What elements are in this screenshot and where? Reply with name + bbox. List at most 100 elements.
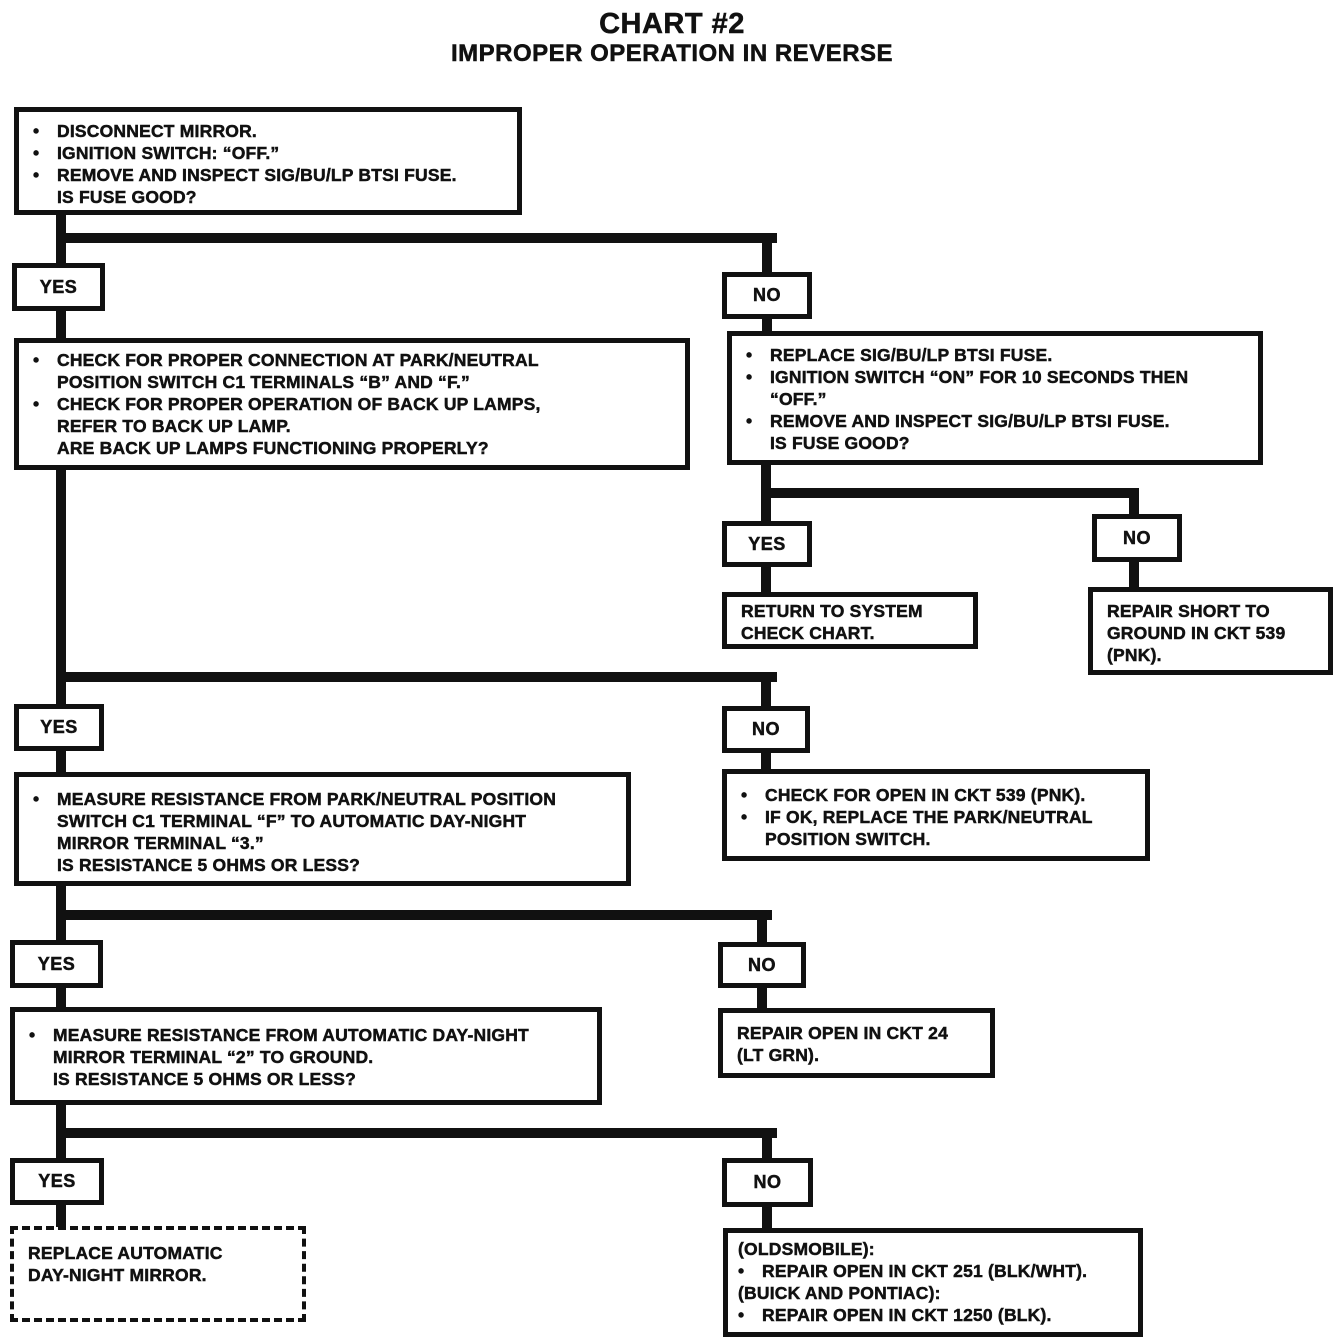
text-line: REPAIR OPEN IN CKT 24 <box>737 1022 976 1044</box>
yes-label: YES <box>38 1171 76 1192</box>
decision-yes-4: YES <box>10 940 103 988</box>
text-line: ARE BACK UP LAMPS FUNCTIONING PROPERLY? <box>33 437 671 459</box>
yes-label: YES <box>37 953 76 974</box>
line-text: REPLACE SIG/BU/LP BTSI FUSE. <box>770 345 1053 366</box>
text-line: •MEASURE RESISTANCE FROM PARK/NEUTRAL PO… <box>33 788 612 810</box>
line-text: CHECK FOR OPEN IN CKT 539 (PNK). <box>765 785 1086 806</box>
line-text: (PNK). <box>1107 645 1162 666</box>
decision-yes-2: YES <box>722 521 812 567</box>
bullet-spacer <box>29 1068 53 1090</box>
line-text: CHECK CHART. <box>741 623 875 644</box>
text-line: (PNK). <box>1107 644 1314 666</box>
line-text: POSITION SWITCH. <box>765 829 931 850</box>
bullet-icon: • <box>738 1305 745 1326</box>
connector <box>1129 498 1139 516</box>
line-text: (OLDSMOBILE): <box>738 1239 875 1260</box>
bullet-icon: • <box>741 807 748 828</box>
no-label: NO <box>1123 527 1151 548</box>
line-text: REPAIR OPEN IN CKT 1250 (BLK). <box>762 1305 1052 1326</box>
connector <box>56 988 66 1008</box>
bullet-icon: • <box>738 1261 745 1282</box>
text-line: REPAIR SHORT TO <box>1107 600 1314 622</box>
yes-label: YES <box>748 533 786 554</box>
bullet-icon: • <box>746 411 753 432</box>
text-line: •CHECK FOR PROPER CONNECTION AT PARK/NEU… <box>33 349 671 371</box>
text-line: •MEASURE RESISTANCE FROM AUTOMATIC DAY-N… <box>29 1024 583 1046</box>
connector <box>762 319 772 333</box>
text-line: (OLDSMOBILE): <box>738 1238 1124 1260</box>
bullet-spacer <box>33 415 57 437</box>
line-text: REPLACE AUTOMATIC <box>28 1243 223 1264</box>
connector <box>56 243 66 265</box>
line-text: REMOVE AND INSPECT SIG/BU/LP BTSI FUSE. <box>57 165 457 186</box>
line-text: DISCONNECT MIRROR. <box>57 121 257 142</box>
connector <box>56 1128 777 1138</box>
text-line: • CHECK FOR OPEN IN CKT 539 (PNK). <box>741 784 1131 806</box>
step-measure-mirror-resistance-box: •MEASURE RESISTANCE FROM AUTOMATIC DAY-N… <box>10 1007 602 1105</box>
text-line: CHECK CHART. <box>741 622 959 644</box>
bullet-spacer <box>746 432 770 454</box>
no-label: NO <box>753 285 781 306</box>
connector <box>56 672 777 682</box>
bullet-icon: • <box>741 785 748 806</box>
connector <box>1129 562 1139 588</box>
text-line: (BUICK AND PONTIAC): <box>738 1282 1124 1304</box>
text-line: DAY-NIGHT MIRROR. <box>28 1264 288 1286</box>
decision-no-2: NO <box>1092 514 1182 562</box>
connector <box>762 243 772 274</box>
text-line: REFER TO BACK UP LAMP. <box>33 415 671 437</box>
bullet-icon: • <box>29 1025 36 1046</box>
result-check-open-ckt539-box: • CHECK FOR OPEN IN CKT 539 (PNK).•IF OK,… <box>722 769 1150 861</box>
connector <box>56 886 66 912</box>
step-replace-fuse-box: •REPLACE SIG/BU/LP BTSI FUSE.•IGNITION S… <box>727 331 1263 465</box>
line-text: ARE BACK UP LAMPS FUNCTIONING PROPERLY? <box>57 438 489 459</box>
line-text: REPAIR OPEN IN CKT 24 <box>737 1023 948 1044</box>
no-label: NO <box>748 954 776 975</box>
bullet-icon: • <box>33 143 40 164</box>
line-text: MIRROR TERMINAL “2” TO GROUND. <box>53 1047 374 1068</box>
step-disconnect-mirror-box: •DISCONNECT MIRROR.•IGNITION SWITCH: “OF… <box>14 107 522 215</box>
chart-title: CHART #2 <box>599 8 745 41</box>
chart-subtitle: IMPROPER OPERATION IN REVERSE <box>450 40 894 68</box>
bullet-spacer <box>33 186 57 208</box>
connector <box>56 920 66 941</box>
line-text: “OFF.” <box>770 389 827 410</box>
connector <box>56 1105 66 1130</box>
line-text: IS RESISTANCE 5 OHMS OR LESS? <box>53 1069 357 1090</box>
no-label: NO <box>753 1172 782 1193</box>
bullet-spacer <box>33 371 57 393</box>
text-line: SWITCH C1 TERMINAL “F” TO AUTOMATIC DAY-… <box>33 810 612 832</box>
connector <box>56 1205 66 1227</box>
text-line: • REMOVE AND INSPECT SIG/BU/LP BTSI FUSE. <box>33 164 503 186</box>
line-text: RETURN TO SYSTEM <box>741 601 923 622</box>
connector <box>56 233 777 243</box>
line-text: REPAIR OPEN IN CKT 251 (BLK/WHT). <box>762 1261 1088 1282</box>
text-line: •REPLACE SIG/BU/LP BTSI FUSE. <box>746 344 1244 366</box>
text-line: •DISCONNECT MIRROR. <box>33 120 503 142</box>
yes-label: YES <box>39 276 78 297</box>
text-line: GROUND IN CKT 539 <box>1107 622 1314 644</box>
text-line: •IF OK, REPLACE THE PARK/NEUTRAL <box>741 806 1131 828</box>
bullet-icon: • <box>33 350 40 371</box>
connector <box>761 488 1139 498</box>
text-line: •IGNITION SWITCH “ON” FOR 10 SECONDS THE… <box>746 366 1244 388</box>
step-measure-pnp-resistance-box: •MEASURE RESISTANCE FROM PARK/NEUTRAL PO… <box>14 772 631 886</box>
decision-yes-5: YES <box>10 1158 104 1205</box>
bullet-icon: • <box>33 165 40 186</box>
connector <box>761 465 771 490</box>
text-line: IS FUSE GOOD? <box>33 186 503 208</box>
decision-no-1: NO <box>722 272 812 319</box>
bullet-spacer <box>33 854 57 876</box>
line-text: DAY-NIGHT MIRROR. <box>28 1265 207 1286</box>
decision-no-3: NO <box>722 706 810 753</box>
text-line: REPLACE AUTOMATIC <box>28 1242 288 1264</box>
bullet-spacer <box>29 1046 53 1068</box>
bullet-icon: • <box>33 394 40 415</box>
text-line: •IGNITION SWITCH: “OFF.” <box>33 142 503 164</box>
decision-yes-1: YES <box>12 263 105 311</box>
bullet-spacer <box>746 388 770 410</box>
text-line: POSITION SWITCH C1 TERMINALS “B” AND “F.… <box>33 371 671 393</box>
connector <box>757 988 767 1009</box>
connector <box>761 498 771 523</box>
